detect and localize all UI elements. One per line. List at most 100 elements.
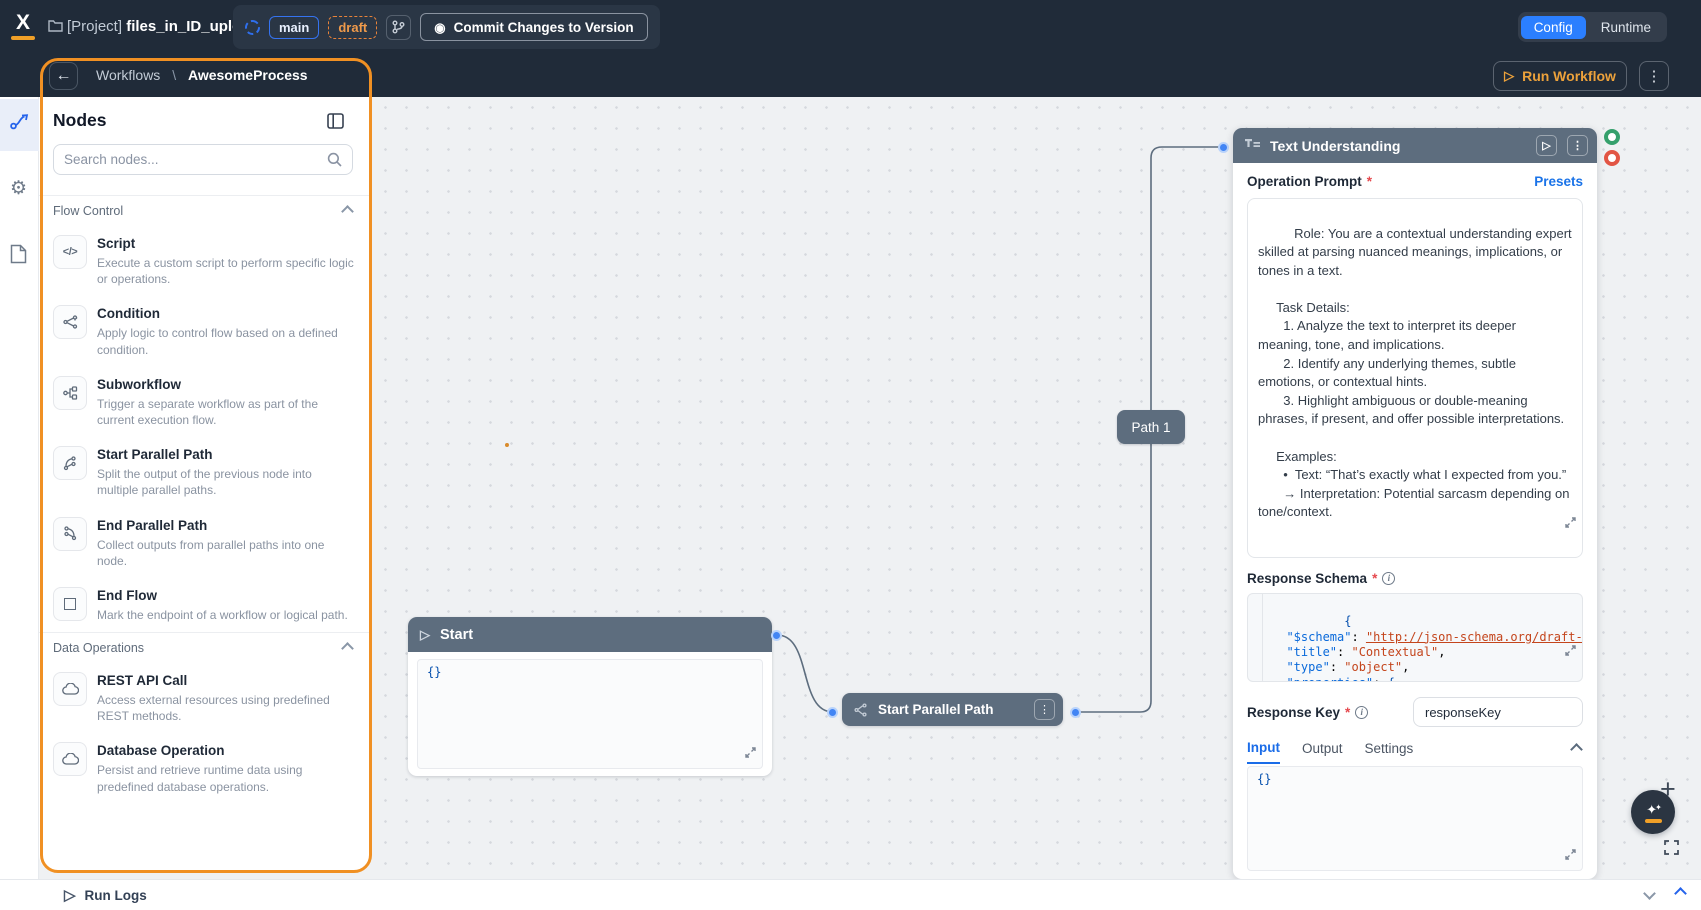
text-understanding-input-port[interactable] — [1218, 142, 1229, 153]
project-title: [Project] files_in_ID_upload — [67, 18, 259, 35]
section-label: Flow Control — [53, 204, 124, 218]
start-node-code-editor[interactable]: {} — [417, 659, 763, 769]
section-flow-control[interactable]: Flow Control — [39, 195, 371, 226]
node-run-button[interactable]: ▷ — [1536, 135, 1557, 156]
ai-assistant-button[interactable]: ✦✦ — [1631, 790, 1675, 834]
info-icon[interactable]: i — [1355, 705, 1369, 719]
tab-input[interactable]: Input — [1247, 740, 1280, 764]
back-button[interactable]: ← — [49, 62, 78, 90]
start-parallel-path-node[interactable]: Start Parallel Path ⋮ — [842, 693, 1063, 726]
node-item-end-parallel-path[interactable]: End Parallel Path Collect outputs from p… — [39, 508, 371, 578]
node-item-title: REST API Call — [97, 673, 188, 689]
collapse-section-button[interactable] — [1570, 741, 1583, 759]
start-node-title: Start — [440, 626, 474, 643]
node-item-title: Condition — [97, 306, 160, 322]
node-item-desc: Persist and retrieve runtime data using … — [97, 763, 303, 794]
operation-prompt-text: Role: You are a contextual understanding… — [1258, 225, 1572, 520]
runtime-tab[interactable]: Runtime — [1600, 19, 1651, 35]
status-badge-error — [1604, 150, 1620, 166]
response-schema-editor[interactable]: { "$schema": "http://json-schema.org/dra… — [1247, 593, 1583, 682]
expand-icon[interactable] — [745, 746, 756, 763]
play-icon: ▷ — [420, 626, 430, 642]
breadcrumb-current: AwesomeProcess — [187, 67, 308, 83]
start-node[interactable]: ▷ Start {} — [408, 617, 772, 776]
nodes-panel-title: Nodes — [53, 110, 107, 130]
parallel-node-input-port[interactable] — [827, 707, 838, 718]
input-editor[interactable]: {} — [1247, 766, 1583, 871]
square-icon — [53, 586, 87, 621]
branch-icon — [53, 305, 87, 340]
node-item-desc: Collect outputs from parallel paths into… — [97, 537, 325, 568]
response-key-label: Response Key*i — [1247, 704, 1369, 720]
collapse-panel-icon[interactable] — [327, 113, 344, 134]
start-node-header[interactable]: ▷ Start — [408, 617, 772, 652]
cloud-icon — [53, 672, 87, 707]
fullscreen-button[interactable] — [1664, 840, 1679, 860]
status-badge-success — [1604, 129, 1620, 145]
node-item-desc: Trigger a separate workflow as part of t… — [97, 396, 318, 427]
commit-changes-button[interactable]: ◉Commit Changes to Version — [420, 13, 648, 41]
chevron-up-icon — [341, 204, 354, 218]
path-1-text: Path 1 — [1131, 419, 1171, 435]
expand-icon[interactable] — [1522, 496, 1576, 552]
tab-output[interactable]: Output — [1302, 741, 1343, 756]
node-item-desc: Execute a custom script to perform speci… — [97, 256, 354, 287]
run-logs-toggle[interactable]: ▷ Run Logs — [64, 886, 147, 904]
back-arrow-icon: ← — [55, 67, 72, 84]
commit-icon: ◉ — [434, 19, 446, 35]
path-1-label[interactable]: Path 1 — [1117, 410, 1185, 444]
draft-badge[interactable]: draft — [328, 15, 378, 39]
info-icon[interactable]: i — [1382, 572, 1396, 585]
breadcrumb-workflows[interactable]: Workflows — [96, 67, 161, 83]
operation-prompt-editor[interactable]: Role: You are a contextual understanding… — [1247, 198, 1583, 558]
chevron-up-icon — [1570, 743, 1583, 756]
section-data-operations[interactable]: Data Operations — [39, 632, 371, 663]
split-icon — [53, 446, 87, 481]
version-controls: main draft ◉Commit Changes to Version — [233, 5, 660, 49]
input-code: {} — [1257, 772, 1272, 786]
node-item-title: Subworkflow — [97, 376, 181, 392]
inspector-body: Operation Prompt* Presets Role: You are … — [1233, 163, 1597, 879]
tab-settings[interactable]: Settings — [1364, 741, 1414, 756]
parallel-node-output-port[interactable] — [1070, 707, 1081, 718]
search-nodes-input[interactable] — [64, 152, 327, 167]
canvas-marker-dot — [505, 443, 509, 447]
node-item-desc: Mark the endpoint of a workflow or logic… — [97, 607, 348, 622]
presets-link[interactable]: Presets — [1534, 174, 1583, 189]
node-item-desc: Split the output of the previous node in… — [97, 467, 312, 498]
node-menu-button[interactable]: ⋮ — [1567, 135, 1588, 156]
settings-nav-icon[interactable]: ⚙ — [10, 178, 28, 199]
chevron-up-icon[interactable] — [1674, 887, 1687, 900]
node-item-rest-api-call[interactable]: REST API Call Access external resources … — [39, 663, 371, 733]
expand-icon[interactable] — [1565, 848, 1576, 865]
expand-icon[interactable] — [1478, 630, 1576, 676]
node-item-condition[interactable]: Condition Apply logic to control flow ba… — [39, 296, 371, 366]
rail-active-highlight — [0, 99, 39, 151]
config-tab[interactable]: Config — [1520, 15, 1586, 39]
start-node-output-port[interactable] — [771, 630, 782, 641]
node-item-script[interactable]: </> Script Execute a custom script to pe… — [39, 226, 371, 296]
chevron-down-icon[interactable] — [1643, 887, 1656, 900]
required-asterisk: * — [1345, 704, 1351, 720]
app-logo[interactable]: X — [11, 11, 35, 40]
response-key-input[interactable] — [1413, 697, 1583, 727]
branch-badge[interactable]: main — [269, 15, 320, 39]
run-workflow-button[interactable]: ▷Run Workflow — [1493, 61, 1627, 91]
node-menu-button[interactable]: ⋮ — [1034, 699, 1055, 720]
top-bar: X [Project] files_in_ID_upload main draf… — [0, 0, 1701, 54]
node-item-database-operation[interactable]: Database Operation Persist and retrieve … — [39, 733, 371, 803]
node-item-subworkflow[interactable]: Subworkflow Trigger a separate workflow … — [39, 367, 371, 437]
node-item-end-flow[interactable]: End Flow Mark the endpoint of a workflow… — [39, 578, 371, 632]
node-item-start-parallel-path[interactable]: Start Parallel Path Split the output of … — [39, 437, 371, 507]
workflow-menu-button[interactable]: ⋮ — [1639, 61, 1669, 91]
required-asterisk: * — [1372, 571, 1378, 586]
git-branch-button[interactable] — [386, 14, 412, 40]
parallel-path-icon — [854, 702, 868, 717]
response-schema-code: { "$schema": "http://json-schema.org/dra… — [1286, 614, 1583, 681]
text-understanding-header[interactable]: Text Understanding ▷ ⋮ — [1233, 128, 1597, 163]
node-item-desc: Apply logic to control flow based on a d… — [97, 326, 338, 357]
network-icon — [53, 375, 87, 410]
documents-nav-icon[interactable] — [10, 244, 27, 269]
workflows-nav-icon[interactable] — [10, 113, 30, 136]
